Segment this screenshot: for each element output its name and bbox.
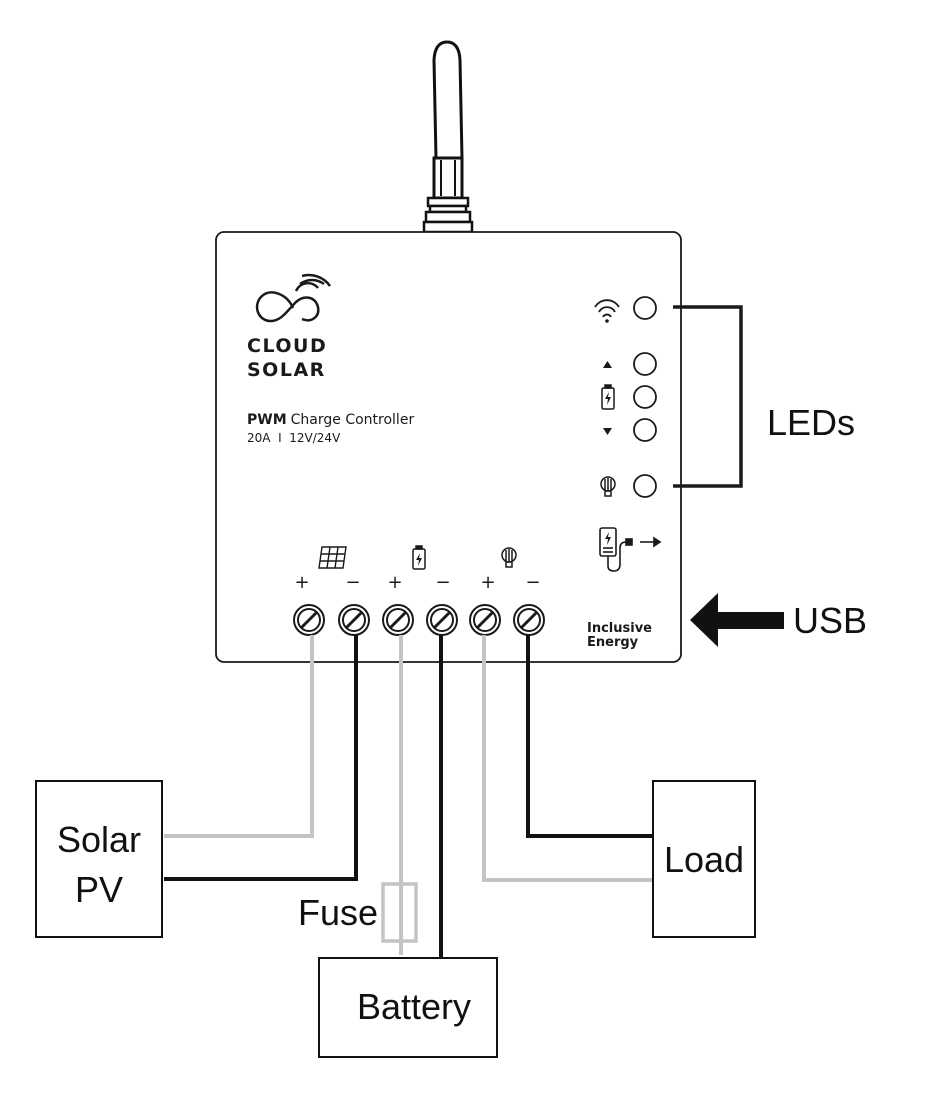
wire-load-negative — [526, 635, 653, 838]
wire-solar-positive — [164, 635, 314, 838]
led-battery-low — [633, 418, 657, 442]
solar-pv-box — [35, 780, 163, 938]
terminal-load-minus — [513, 604, 545, 636]
terminal-battery-minus — [426, 604, 458, 636]
terminal-solar-minus — [338, 604, 370, 636]
battery-label: Battery — [357, 986, 471, 1027]
solar-pv-label-line2: PV — [75, 869, 123, 910]
up-arrow-icon — [603, 361, 612, 368]
terminal-solar-plus — [293, 604, 325, 636]
fuse-label: Fuse — [298, 892, 378, 933]
battery-plus-label: + — [387, 572, 402, 593]
led-battery-icon — [601, 384, 615, 410]
tagline-line2: Energy — [587, 635, 639, 650]
brand-name-line1: CLOUD — [247, 335, 327, 357]
led-wifi — [633, 296, 657, 320]
antenna — [422, 40, 474, 234]
led-bulb-icon — [600, 476, 616, 497]
solar-plus-label: + — [294, 572, 309, 593]
usb-label: USB — [793, 600, 867, 641]
load-label: Load — [664, 839, 744, 880]
usb-phone-icon — [599, 527, 662, 572]
wire-load-positive — [482, 635, 653, 882]
load-plus-label: + — [480, 572, 495, 593]
led-wifi-icon — [594, 299, 620, 323]
fuse — [381, 882, 418, 943]
solar-pv-label-line1: Solar — [57, 819, 141, 860]
usb-arrow-icon — [690, 593, 784, 647]
solar-minus-label: − — [345, 572, 360, 593]
led-battery-high — [633, 352, 657, 376]
wire-solar-negative — [164, 635, 358, 881]
terminal-battery-plus — [382, 604, 414, 636]
led-load — [633, 474, 657, 498]
brand-name-line2: SOLAR — [247, 359, 326, 381]
led-battery-mid — [633, 385, 657, 409]
terminal-load-plus — [469, 604, 501, 636]
positive-wires — [164, 635, 653, 955]
solar-panel-icon — [318, 546, 347, 569]
leds-bracket — [673, 305, 743, 488]
tagline-line1: Inclusive — [587, 621, 652, 636]
load-box — [652, 780, 756, 938]
load-minus-label: − — [525, 572, 540, 593]
bulb-icon — [501, 547, 517, 568]
controller-rating: 20A I 12V/24V — [247, 431, 341, 445]
battery-icon — [412, 545, 426, 570]
battery-minus-label: − — [435, 572, 450, 593]
controller-type-bold: PWM — [247, 412, 287, 428]
controller-type-rest: Charge Controller — [291, 412, 415, 428]
leds-label: LEDs — [767, 402, 855, 443]
cloud-solar-logo-icon — [255, 273, 332, 323]
battery-box — [318, 957, 498, 1058]
negative-wires — [164, 635, 653, 958]
down-arrow-icon — [603, 428, 612, 435]
